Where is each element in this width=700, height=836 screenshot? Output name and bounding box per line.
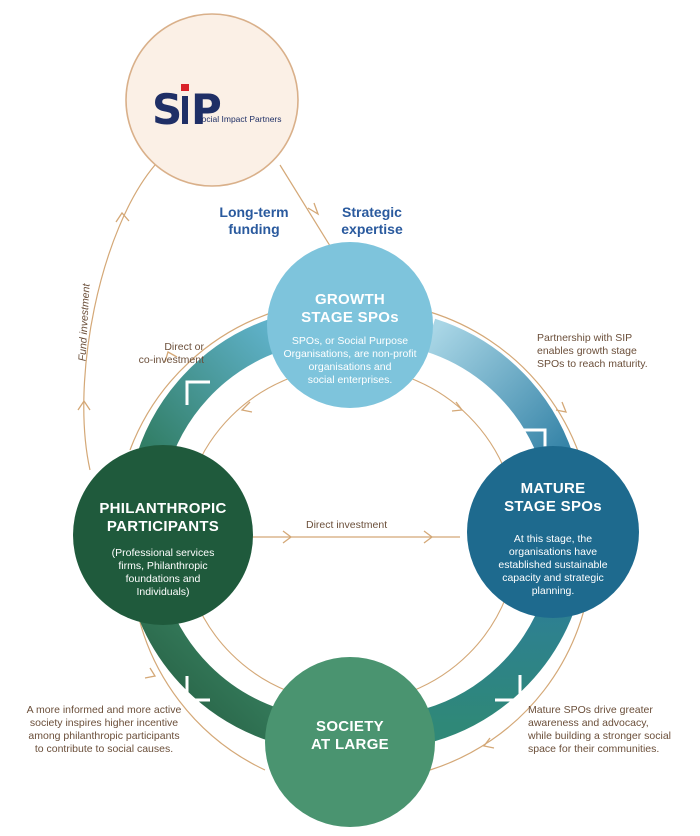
mature-drive-label: Mature SPOs drive greater awareness and … (528, 704, 671, 755)
informed-society-label: A more informed and more active society … (26, 704, 182, 755)
sip-circle (125, 13, 299, 187)
strategic-expertise-label: Strategic expertise (341, 204, 403, 237)
mature-stage-desc: At this stage, the organisations have es… (498, 533, 608, 597)
philanthropic-desc: (Professional services firms, Philanthro… (111, 547, 215, 598)
sip-logo-p: P (191, 85, 222, 134)
society-title: SOCIETY AT LARGE (311, 718, 389, 753)
outer-orbit-bottom-left (134, 599, 266, 771)
chevron-outer-right (555, 401, 568, 413)
ring-arc-mature-to-society (424, 594, 577, 742)
long-term-funding-label: Long-term funding (219, 204, 289, 237)
ring-arrowhead-top-left (185, 380, 210, 405)
direct-investment-label: Direct investment (306, 519, 388, 531)
society-node (265, 657, 435, 827)
mature-stage-node (467, 446, 639, 618)
sip-logo: S P (152, 84, 222, 134)
chevron-direct-investment-a (282, 530, 293, 544)
outer-orbit-top-left (129, 309, 281, 451)
chevron-inner-orbit-left (240, 401, 253, 413)
ring-arrowhead-bottom-right (495, 675, 522, 702)
ring-arrowhead-bottom-left (185, 676, 210, 702)
mature-stage-title: MATURE STAGE SPOs (504, 480, 602, 515)
sip-logo-s: S (152, 85, 182, 134)
chevron-strategic-expertise (307, 202, 320, 216)
growth-stage-desc: SPOs, or Social Purpose Organisations, a… (283, 335, 417, 386)
chevron-fund-investment-lower (77, 399, 91, 411)
chevron-outer-bottom-right (482, 737, 495, 749)
chevron-fund-investment-upper (115, 211, 130, 223)
partnership-label: Partnership with SIP enables growth stag… (537, 332, 648, 370)
philanthropic-node (73, 445, 253, 625)
chevron-outer-top-left (164, 351, 178, 363)
sip-logo-i-stem (182, 96, 188, 124)
fund-investment-line (83, 164, 156, 471)
chevron-outer-bottom-left (144, 667, 157, 679)
philanthropic-title: PHILANTHROPIC PARTICIPANTS (99, 500, 227, 535)
chevron-inner-orbit-right (451, 401, 464, 412)
growth-stage-title: GROWTH STAGE SPOs (301, 291, 399, 326)
sip-logo-name: Social Impact Partners (196, 114, 282, 124)
growth-stage-node (267, 242, 433, 408)
chevron-direct-investment-b (423, 530, 434, 544)
direct-co-investment-label: Direct or co-investment (138, 341, 204, 366)
sip-logo-i-dot (181, 84, 189, 91)
